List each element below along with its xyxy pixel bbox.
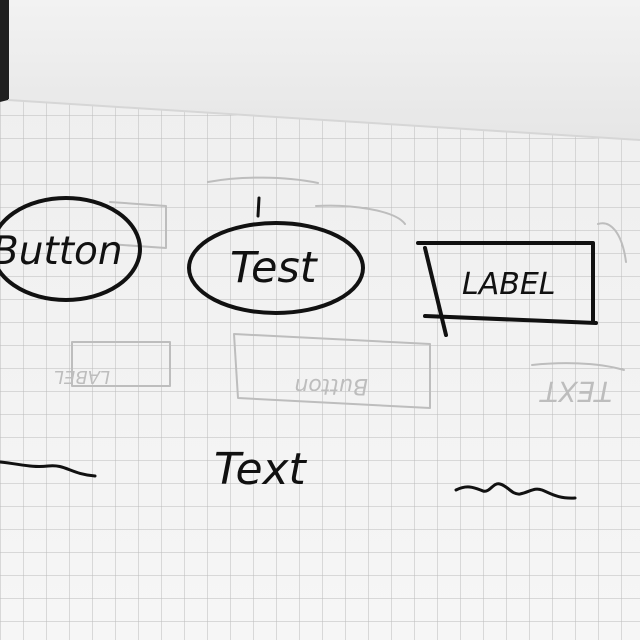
test-sketch: Test [187, 196, 365, 315]
ghost-button-text: Button [294, 373, 368, 398]
test-oval [187, 221, 365, 315]
label-box-top-right [416, 241, 595, 323]
right-squiggle [454, 482, 577, 500]
button-sketch: Button [0, 196, 142, 302]
left-dark-edge [0, 0, 9, 110]
button-oval [0, 196, 142, 302]
lower-marks: Text [0, 444, 577, 500]
left-squiggle [0, 460, 97, 478]
ghost-sketches: LABEL Button TEXT [54, 176, 627, 409]
cursor-mark [256, 196, 261, 218]
label-sketch: LABEL [416, 241, 598, 337]
button-text: Button [0, 229, 123, 274]
ghost-label-text: LABEL [54, 366, 110, 387]
paper-top-edge [7, 99, 640, 141]
label-text: LABEL [462, 267, 556, 302]
text-sketch: Text [214, 444, 308, 495]
grid-lines [0, 100, 640, 640]
ghost-text-word: TEXT [539, 375, 612, 408]
test-text: Test [230, 243, 319, 293]
label-box-left-diagonal [423, 246, 448, 337]
label-box-bottom [423, 314, 598, 325]
